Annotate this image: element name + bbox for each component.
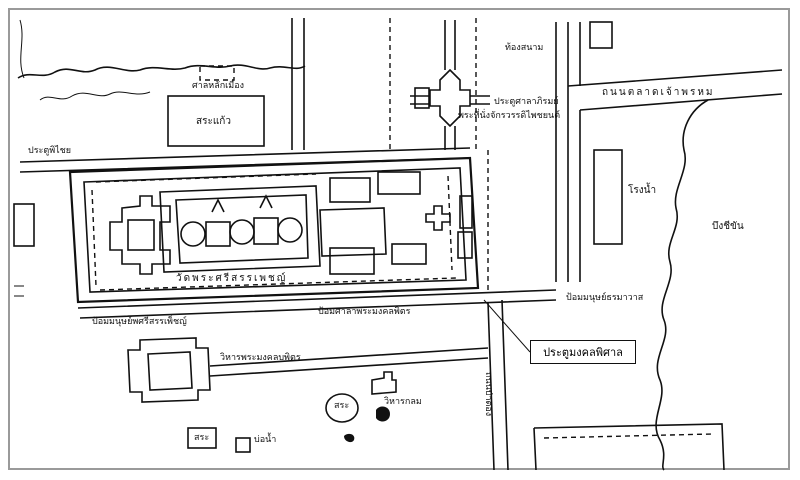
label-pom-left: ป้อมมนุษย์พศรีสรรเพ็ชญ์ (92, 317, 187, 327)
label-phra-thinang: พระที่นั่งจักรวรรดิไพชยนต์ (458, 111, 561, 121)
label-rong-nam: โรงน้ำ (628, 185, 657, 196)
building-temple-2 (377, 171, 421, 195)
label-wiharn-mongkol: วิหารพระมงคลบพิตร (220, 353, 301, 363)
left-vihara-core (127, 219, 155, 251)
stupa-circle-3 (277, 217, 303, 243)
pavilion-road-bottom (444, 126, 456, 150)
wiharn-mongkol-outer (127, 337, 211, 403)
callout-pointer (483, 299, 531, 353)
bueng-shore (655, 99, 709, 471)
label-pom-right: ป้อมมนุษย์ธรมาวาส (566, 293, 644, 303)
rong-nam (593, 149, 623, 245)
temple-outer-wall (68, 156, 480, 304)
pond-blob-1 (376, 406, 390, 422)
label-pratu-pisai: ประตูพิไชย (28, 146, 72, 156)
road-below-temple (77, 289, 557, 319)
left-cruciform-vihara (109, 195, 171, 275)
building-temple-4 (391, 243, 427, 265)
tree-canopy-inner (39, 91, 151, 101)
sra-kaew-shrine (199, 65, 235, 81)
central-enclosure-inner (175, 194, 309, 264)
road-right-vertical (555, 22, 569, 282)
label-wiharn-klom: วิหารกลม (384, 397, 422, 407)
wiharn-mongkol-inner (147, 351, 193, 391)
label-wat-name: วัดพระศรีสรรเพชญ์ (176, 273, 288, 284)
left-edge-building (13, 203, 35, 247)
label-thanon-pa-thong: ถนนป่าตอง (483, 372, 493, 417)
label-shrine: ศาลหลักเมือง (192, 81, 244, 91)
bottom-right-enclosure (533, 423, 725, 471)
road-upper-left (291, 18, 305, 150)
stupa-circle-2 (229, 219, 255, 245)
building-top-right (589, 21, 613, 49)
temple-inner-wall (83, 167, 467, 293)
tree-left-edge (19, 19, 25, 79)
road-charoen (567, 69, 783, 111)
stupa-circle-1 (180, 221, 206, 247)
label-thanon-charoen: ถนนตลาดเจ้าพรหม (602, 87, 715, 98)
stupa-square-1 (205, 221, 231, 247)
cloister-right (447, 175, 453, 271)
wiharn-mongkol-road (209, 347, 489, 377)
cloister-top (95, 173, 317, 183)
building-temple-5 (459, 195, 473, 229)
sra-kaew-pond (167, 95, 265, 147)
tree-canopy-outline (17, 64, 306, 79)
map-frame (8, 8, 790, 470)
stupa-spine (211, 194, 273, 213)
building-temple-3 (329, 247, 375, 275)
right-corridor (319, 207, 387, 257)
bottom-right-enclosure-inner (543, 433, 713, 439)
left-edge-mark (14, 285, 24, 297)
label-sra-bottom: สระ (194, 433, 210, 443)
stupa-square-2 (253, 217, 279, 245)
label-sanam-chai: ท้องสนาม (505, 43, 544, 53)
building-temple-1 (329, 177, 371, 203)
label-bueng: บึงชีขัน (712, 221, 744, 232)
label-pom-mid: ป้อมศาลาพระมงคลพิตร (318, 307, 411, 317)
label-bo-nam: บ่อน้ำ (254, 435, 277, 445)
small-building-left (414, 87, 430, 109)
wiharn-klom (371, 371, 397, 395)
road-pa-thong (487, 299, 509, 471)
cross-chedi (425, 205, 451, 231)
pavilion-road-right (470, 95, 490, 105)
round-pond (325, 393, 359, 423)
label-pratu-top: ประตูศาลาภิรมย์ (494, 97, 559, 107)
sra-bottom-left (187, 427, 217, 449)
pond-blob-2 (344, 433, 355, 443)
callout-pratu-mongkol: ประตูมงคลพิศาล (530, 340, 636, 364)
label-sra-round: สระ (334, 401, 350, 411)
building-temple-6 (457, 231, 473, 259)
label-sra-kaew: สระแก้ว (196, 116, 231, 127)
pavilion-road-left (410, 95, 430, 105)
cloister-left (91, 189, 97, 287)
pavilion-road-top (444, 20, 456, 70)
small-square-bottom (235, 437, 251, 453)
central-enclosure (159, 185, 321, 273)
